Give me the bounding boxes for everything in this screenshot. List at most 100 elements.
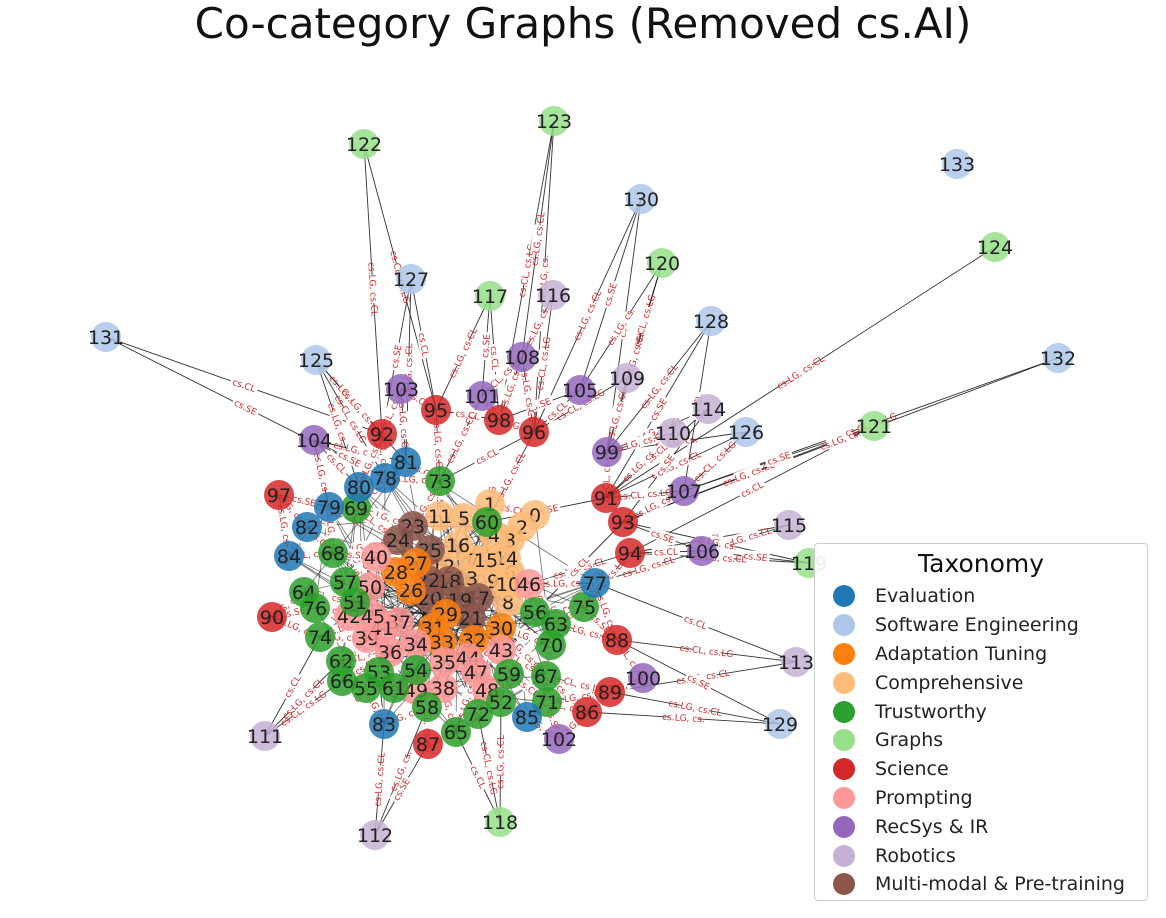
edge-label-background	[288, 695, 318, 721]
graph-node: 52	[486, 687, 516, 717]
edge-label-background	[563, 674, 594, 693]
edge-label: cs.CL	[415, 332, 429, 357]
node-label: 46	[517, 574, 541, 596]
node-circle	[572, 697, 602, 727]
node-label: 112	[357, 825, 393, 847]
node-label: 16	[446, 535, 470, 557]
edge-label-background	[524, 394, 555, 415]
edge-label-background	[467, 761, 490, 792]
node-circle	[349, 129, 379, 159]
edge-label-background	[369, 507, 400, 526]
node-label: 80	[347, 477, 371, 499]
graph-node: 65	[441, 717, 471, 747]
node-circle	[429, 647, 459, 677]
node-label: 85	[515, 707, 539, 729]
graph-node: 86	[572, 697, 602, 727]
node-circle	[539, 106, 569, 136]
legend-item: RecSys & IR	[825, 812, 1137, 841]
graph-node: 68	[318, 538, 348, 568]
graph-node: 70	[536, 630, 566, 660]
graph-node: 89	[595, 677, 625, 707]
edge-label-background	[500, 373, 521, 404]
node-label: 67	[534, 666, 558, 688]
node-circle	[425, 501, 455, 531]
node-circle	[859, 411, 889, 441]
graph-node: 85	[512, 702, 542, 732]
node-circle	[658, 418, 688, 448]
node-circle	[494, 659, 524, 689]
graph-node: 127	[393, 264, 429, 294]
edge-label-background	[542, 397, 571, 425]
legend-title: Taxonomy	[917, 549, 1045, 578]
edge-label: cs.LG, cs.CL	[606, 388, 630, 443]
graph-node: 125	[298, 345, 334, 375]
graph-node: 90	[257, 602, 287, 632]
node-circle	[514, 569, 544, 599]
node-circle	[781, 647, 811, 677]
node-label: 94	[618, 543, 642, 565]
graph-node: 122	[346, 129, 382, 159]
edge-label-background	[634, 305, 654, 336]
edge-label: cs.CL	[455, 409, 480, 423]
graph-node: 80	[344, 472, 374, 502]
node-label: 74	[308, 627, 332, 649]
node-circle	[441, 717, 471, 747]
edge-label: cs.LG, cs.CL	[365, 262, 378, 317]
edge-label-background	[481, 753, 498, 783]
edge-label-background	[380, 396, 402, 427]
edge-label-background	[625, 451, 654, 479]
edge-label: cs.SE	[603, 282, 620, 308]
node-circle	[942, 149, 972, 179]
legend-item: Evaluation	[825, 582, 1137, 611]
legend-item: Robotics	[825, 841, 1137, 870]
node-circle	[401, 629, 431, 659]
node-label: 115	[771, 515, 807, 537]
edge-label-background	[288, 684, 317, 712]
edge-label-background	[547, 577, 577, 589]
graph-node: 94	[615, 538, 645, 568]
edge-label: cs.SE	[766, 451, 792, 468]
legend-label: Comprehensive	[875, 671, 1024, 694]
graph-node: 121	[856, 411, 892, 441]
node-label: 65	[444, 722, 468, 744]
node-circle	[413, 729, 443, 759]
node-label: 109	[609, 368, 645, 390]
edge-label-background	[825, 429, 856, 450]
node-circle	[536, 630, 566, 660]
node-circle	[472, 507, 502, 537]
edge-label: cs.LG, cs.CL	[431, 418, 444, 472]
node-circle	[595, 677, 625, 707]
edge-label: cs.CL	[231, 378, 257, 395]
node-label: 70	[539, 635, 563, 657]
edge-label: cs.LG, cs.	[541, 579, 584, 590]
node-circle	[299, 425, 329, 455]
node-circle	[305, 622, 335, 652]
graph-node: 21	[456, 603, 486, 633]
node-label: 21	[459, 608, 483, 630]
node-circle	[696, 306, 726, 336]
legend-swatch	[833, 758, 855, 781]
node-label: 60	[475, 512, 499, 534]
node-circle	[383, 525, 413, 555]
edge-label-background	[229, 375, 260, 395]
node-circle	[531, 661, 561, 691]
node-circle	[369, 709, 399, 739]
legend-item: Adaptation Tuning	[825, 640, 1137, 669]
graph-node: 97	[264, 480, 294, 510]
node-label: 128	[693, 311, 729, 333]
edge-label: cs.LG, cs.	[662, 713, 705, 726]
graph-node: 124	[977, 232, 1013, 262]
node-label: 104	[296, 430, 332, 452]
graph-node: 113	[778, 647, 814, 677]
edge-label: cs.LG, cs.CL	[373, 752, 387, 807]
graph-node: 74	[305, 622, 335, 652]
legend-label: Graphs	[875, 729, 944, 752]
node-circle	[421, 395, 451, 425]
node-circle	[519, 417, 549, 447]
graph-node: 132	[1040, 343, 1076, 373]
node-label: 107	[666, 481, 702, 503]
edge-label-background	[449, 423, 472, 454]
node-label: 132	[1040, 348, 1076, 370]
node-circle	[318, 538, 348, 568]
